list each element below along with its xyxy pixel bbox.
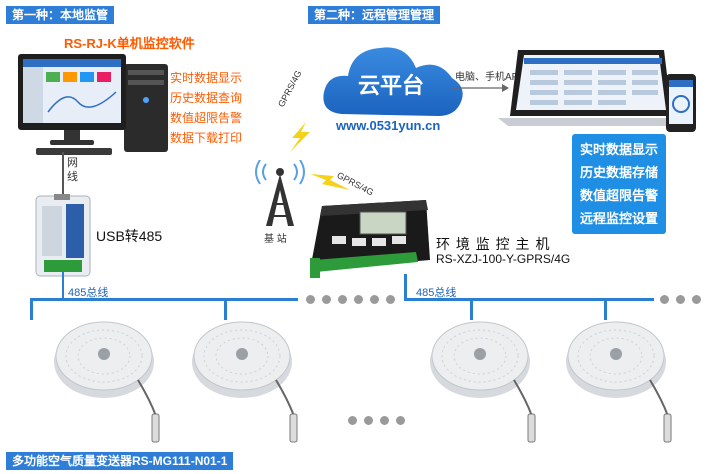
local-feature-item: 实时数据显示 [170, 71, 243, 85]
air-quality-sensor-icon [430, 321, 536, 443]
converter-label: USB转485 [96, 228, 163, 244]
bus-drop [604, 298, 607, 320]
remote-feature-item: 实时数据显示 [580, 142, 659, 157]
local-feature-list: 实时数据显示 历史数据查询 数值超限告警 数据下载打印 [170, 68, 242, 148]
cable-label: 网 线 [67, 157, 78, 183]
bus-line-left [30, 298, 298, 301]
remote-feature-list: 实时数据显示 历史数据存储 数值超限告警 远程监控设置 [572, 134, 667, 234]
bus-drop [470, 298, 473, 320]
network-cable [62, 152, 64, 196]
host-bus-link [404, 274, 407, 300]
air-quality-sensor-icon [54, 321, 160, 443]
bus-ellipsis-dot [386, 295, 395, 304]
host-label: 环 境 监 控 主 机 [436, 236, 551, 252]
website-text: www.0531yun.cn [336, 118, 441, 133]
cloud-icon [323, 47, 463, 116]
converter-bus-link [62, 272, 64, 300]
bus-label-left: 485总线 [68, 287, 109, 299]
cloud-label: 云平台 [358, 73, 425, 98]
tower-label: 基 站 [264, 234, 287, 245]
bus-ellipsis-dot [322, 295, 331, 304]
local-feature-item: 数值超限告警 [170, 111, 243, 125]
sensor-name-tag: 多功能空气质量变送器RS-MG111-N01-1 [6, 452, 234, 470]
usb-485-converter-icon [35, 194, 91, 277]
remote-mode-tag: 第二种：远程管理管理 [308, 6, 441, 24]
air-quality-sensor-icon [566, 321, 672, 443]
bus-ellipsis-dot [306, 295, 315, 304]
sensor-ellipsis-dot [380, 416, 389, 425]
local-mode-tag: 第一种：本地监管 [6, 6, 115, 24]
bus-ellipsis-dot [692, 295, 701, 304]
devices-label: 电脑、手机APP等 [455, 72, 536, 83]
sensor-ellipsis-dot [364, 416, 373, 425]
bus-drop [224, 298, 227, 320]
bus-ellipsis-dot [660, 295, 669, 304]
bus-ellipsis-dot [338, 295, 347, 304]
bus-drop [30, 298, 33, 320]
remote-feature-item: 数值超限告警 [580, 188, 659, 203]
cell-tower-icon [255, 160, 305, 226]
lightning-icon [290, 122, 310, 152]
remote-feature-item: 历史数据存储 [580, 165, 659, 180]
sensor-ellipsis-dot [348, 416, 357, 425]
local-feature-item: 数据下载打印 [170, 131, 243, 145]
host-model: RS-XZJ-100-Y-GPRS/4G [436, 252, 571, 266]
bus-ellipsis-dot [370, 295, 379, 304]
bus-ellipsis-dot [676, 295, 685, 304]
gprs-label-upper: GPRS/4G [276, 68, 304, 109]
monitoring-host-icon [310, 200, 430, 278]
sensor-ellipsis-dot [396, 416, 405, 425]
local-feature-item: 历史数据查询 [170, 91, 243, 105]
lightning-icon [310, 174, 350, 190]
bus-label-right: 485总线 [416, 287, 457, 299]
remote-feature-item: 远程监控设置 [580, 211, 659, 226]
bus-line-right [404, 298, 654, 301]
software-title: RS-RJ-K单机监控软件 [64, 36, 195, 51]
air-quality-sensor-icon [192, 321, 298, 443]
desktop-computer-icon [18, 54, 168, 155]
laptop-phone-icon [498, 50, 696, 132]
bus-ellipsis-dot [354, 295, 363, 304]
arrow-icon [452, 84, 509, 92]
